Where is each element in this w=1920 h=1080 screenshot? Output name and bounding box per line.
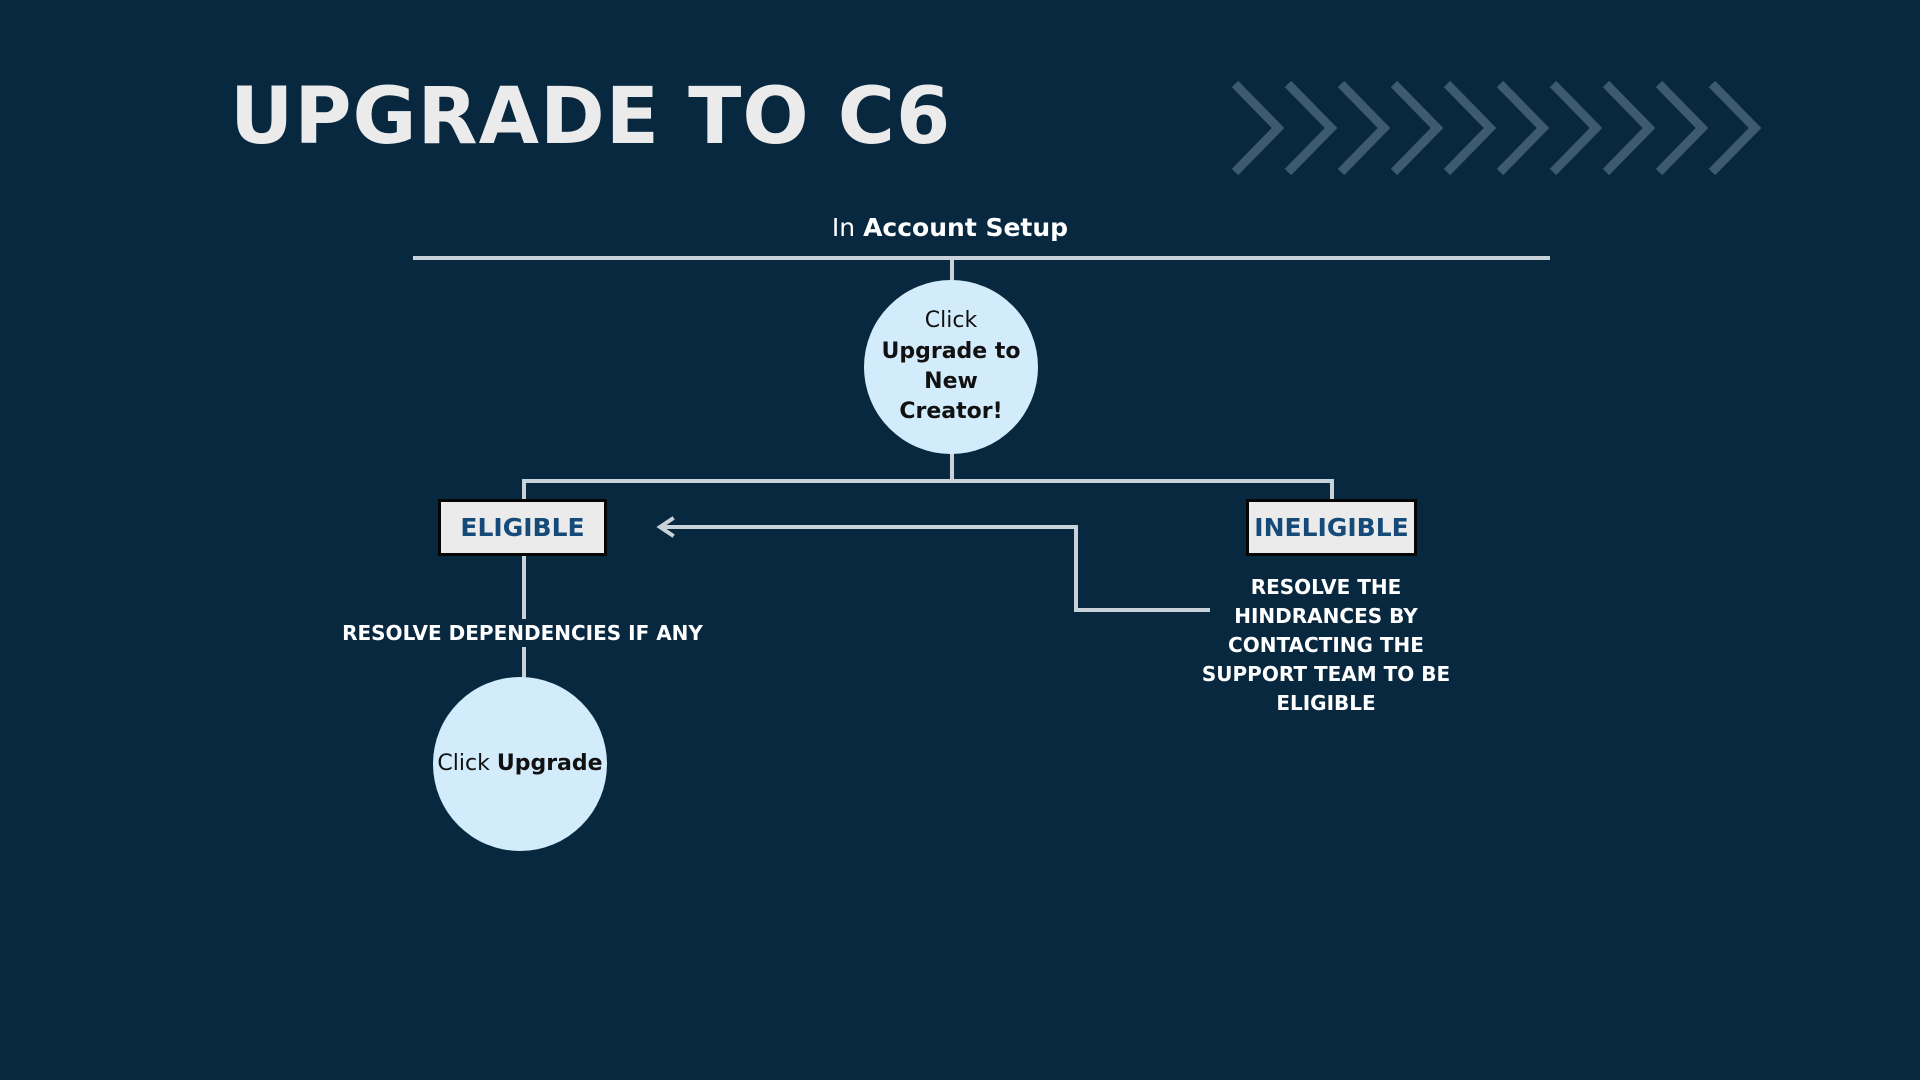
- chevron-right-icon: [1284, 80, 1338, 176]
- hindrances-note: RESOLVE THE HINDRANCES BY CONTACTING THE…: [1201, 575, 1451, 715]
- eligible-box: ELIGIBLE: [438, 499, 607, 556]
- chevron-decoration: [1231, 80, 1762, 176]
- upgrade-step-prefix: Click: [924, 308, 978, 334]
- page-title: UPGRADE TO C6: [230, 72, 952, 162]
- arrow-head-icon: [656, 516, 675, 538]
- connector-branch: [522, 479, 1334, 501]
- chevron-right-icon: [1549, 80, 1603, 176]
- heading-emphasis: Account Setup: [863, 213, 1069, 242]
- upgrade-step-emphasis: Upgrade to New Creator!: [881, 338, 1021, 425]
- upgrade-step-circle: Click Upgrade to New Creator!: [864, 280, 1038, 454]
- chevron-right-icon: [1708, 80, 1762, 176]
- final-upgrade-circle: Click Upgrade: [433, 677, 607, 851]
- final-upgrade-text: Click Upgrade: [437, 749, 602, 779]
- chevron-right-icon: [1602, 80, 1656, 176]
- chevron-right-icon: [1655, 80, 1709, 176]
- chevron-right-icon: [1443, 80, 1497, 176]
- upgrade-step-text: Click Upgrade to New Creator!: [870, 306, 1032, 427]
- final-upgrade-emphasis: Upgrade: [496, 750, 603, 776]
- account-setup-heading: In Account Setup: [740, 213, 1160, 242]
- chevron-right-icon: [1337, 80, 1391, 176]
- final-upgrade-prefix: Click: [437, 750, 497, 776]
- heading-prefix: In: [831, 213, 864, 242]
- connector-ineligible-return: [662, 525, 1210, 612]
- chevron-right-icon: [1496, 80, 1550, 176]
- ineligible-box: INELIGIBLE: [1246, 499, 1417, 556]
- dependencies-note: RESOLVE DEPENDENCIES IF ANY: [330, 619, 715, 647]
- chevron-right-icon: [1231, 80, 1285, 176]
- chevron-right-icon: [1390, 80, 1444, 176]
